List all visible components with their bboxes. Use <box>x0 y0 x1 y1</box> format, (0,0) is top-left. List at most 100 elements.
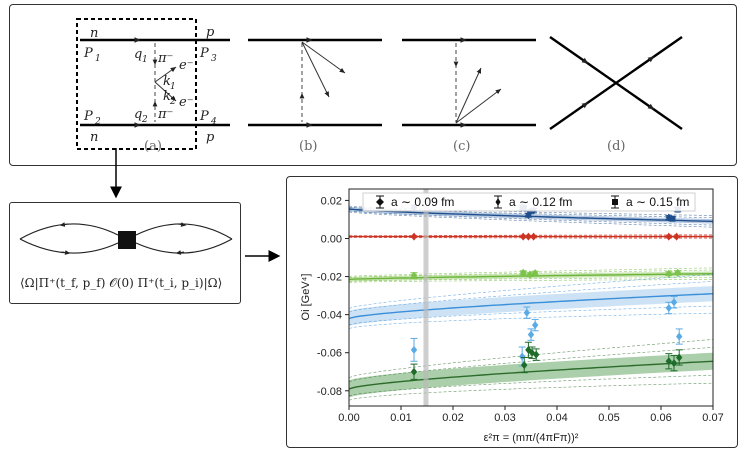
legend-marker-009 <box>376 195 384 209</box>
label-n-top: n <box>90 26 98 41</box>
data-point <box>527 328 535 341</box>
label-p4: P <box>199 109 209 124</box>
legend: a ∼ 0.09 fm a ∼ 0.12 fm a ∼ 0.15 fm <box>362 192 696 212</box>
fit-dashed-1-3 <box>349 234 714 236</box>
svg-text:2: 2 <box>141 115 148 125</box>
y-tick-label: -0.06 <box>317 348 342 360</box>
x-tick-label: 0.03 <box>494 412 515 424</box>
data-point <box>519 268 527 277</box>
fit-dashed-3-2 <box>348 281 714 313</box>
feynman-diagrams-svg: n P 1 p P 3 q 1 π⁻ k 1 e⁻ k 2 e⁻ q 2 π⁻ … <box>76 18 683 154</box>
legend-label-012: a ∼ 0.12 fm <box>509 195 572 209</box>
fit-dashed-2-3 <box>348 267 714 277</box>
data-point <box>675 328 683 345</box>
data-point <box>410 232 418 241</box>
label-q1: q <box>134 47 142 62</box>
diagram-d: (d) <box>549 36 683 154</box>
feynman-diagrams-panel: n P 1 p P 3 q 1 π⁻ k 1 e⁻ k 2 e⁻ q 2 π⁻ … <box>9 4 737 166</box>
y-axis-ticks: 0.020.00-0.02-0.04-0.06-0.08 <box>317 195 349 398</box>
fit-bands <box>348 205 714 401</box>
label-e-bot: e⁻ <box>179 95 194 110</box>
fit-dashed-4-2 <box>348 347 714 382</box>
diagram-a: n P 1 p P 3 q 1 π⁻ k 1 e⁻ k 2 e⁻ q 2 π⁻ … <box>76 18 230 154</box>
fit-dashed-4-0 <box>348 382 714 401</box>
svg-text:4: 4 <box>210 117 217 127</box>
label-k2: k <box>163 89 171 104</box>
plot-frame <box>348 188 714 407</box>
x-axis-label: ε²π = (mπ/(4πFπ))² <box>484 432 579 444</box>
data-points <box>410 203 683 380</box>
x-tick-label: 0.00 <box>338 412 359 424</box>
svg-text:2: 2 <box>94 117 101 127</box>
label-k1: k <box>163 74 171 89</box>
data-point <box>530 232 538 241</box>
fit-band-4 <box>349 352 713 398</box>
fit-dashed-1-0 <box>349 237 713 239</box>
matrix-element-formula: ⟨Ω|Π⁺(t_f, p_f) 𝒪(0) Π⁺(t_i, p_i)|Ω⟩ <box>20 276 222 290</box>
legend-label-015: a ∼ 0.15 fm <box>626 195 689 209</box>
data-point <box>410 363 418 380</box>
fit-dashed-3-3 <box>348 274 714 309</box>
x-tick-label: 0.01 <box>390 412 411 424</box>
electron-line-1 <box>154 66 177 83</box>
label-p1: P <box>83 46 93 61</box>
fit-dashed-0-1 <box>348 210 714 226</box>
diagram-b: (b) <box>248 37 382 154</box>
fit-dashed-3-1 <box>348 305 714 326</box>
caption-b: (b) <box>299 139 317 154</box>
data-point <box>531 318 539 332</box>
x-tick-label: 0.06 <box>650 412 671 424</box>
label-n-bot: n <box>90 130 98 145</box>
operator-insertion-vertex <box>118 231 136 249</box>
fit-dashed-2-1 <box>348 277 714 282</box>
fit-central-4 <box>348 360 714 390</box>
x-tick-label: 0.02 <box>442 412 463 424</box>
label-p2: P <box>83 109 93 124</box>
data-point <box>523 306 531 319</box>
caption-a: (a) <box>144 139 162 154</box>
data-point <box>410 337 418 362</box>
data-point <box>665 269 673 278</box>
caption-c: (c) <box>453 139 470 154</box>
electron-line-2 <box>154 81 177 102</box>
data-point <box>668 215 676 222</box>
fit-dashed-4-1 <box>348 374 714 397</box>
data-point <box>670 355 678 372</box>
data-point <box>674 268 682 277</box>
correlator-diagram: ⟨Ω|Π⁺(t_f, p_f) 𝒪(0) Π⁺(t_i, p_i)|Ω⟩ <box>19 222 233 290</box>
data-point <box>670 296 678 309</box>
fit-dashed-4-3 <box>348 339 714 378</box>
label-p3: P <box>199 46 209 61</box>
label-q2: q <box>134 107 142 122</box>
physical-pion-mass-line <box>423 189 429 406</box>
fit-dashed-3-0 <box>348 312 714 329</box>
data-point <box>673 232 681 241</box>
label-p-bot: p <box>206 130 215 145</box>
data-point <box>410 271 418 280</box>
data-point <box>531 269 539 278</box>
legend-marker-015 <box>611 195 619 209</box>
fit-central-0 <box>348 208 714 223</box>
diagram-c: (c) <box>402 37 536 154</box>
data-point <box>665 232 673 241</box>
fit-central-3 <box>348 293 714 320</box>
svg-text:1: 1 <box>95 54 101 64</box>
diagram-a-highlight-box <box>76 18 197 150</box>
y-tick-label: 0.02 <box>321 195 342 207</box>
x-tick-label: 0.05 <box>598 412 619 424</box>
svg-text:2: 2 <box>169 97 176 107</box>
label-pi-bot: π⁻ <box>157 107 173 122</box>
fit-dashed-0-0 <box>348 211 714 228</box>
y-tick-label: -0.04 <box>317 310 342 322</box>
y-tick-label: -0.02 <box>317 272 342 284</box>
x-tick-label: 0.07 <box>702 412 723 424</box>
label-e-top: e⁻ <box>179 58 194 73</box>
y-tick-label: -0.08 <box>317 386 342 398</box>
fit-dashed-2-0 <box>348 279 714 283</box>
fit-band-3 <box>349 286 713 327</box>
label-pi-top: π⁻ <box>157 51 173 66</box>
svg-text:3: 3 <box>211 54 217 64</box>
